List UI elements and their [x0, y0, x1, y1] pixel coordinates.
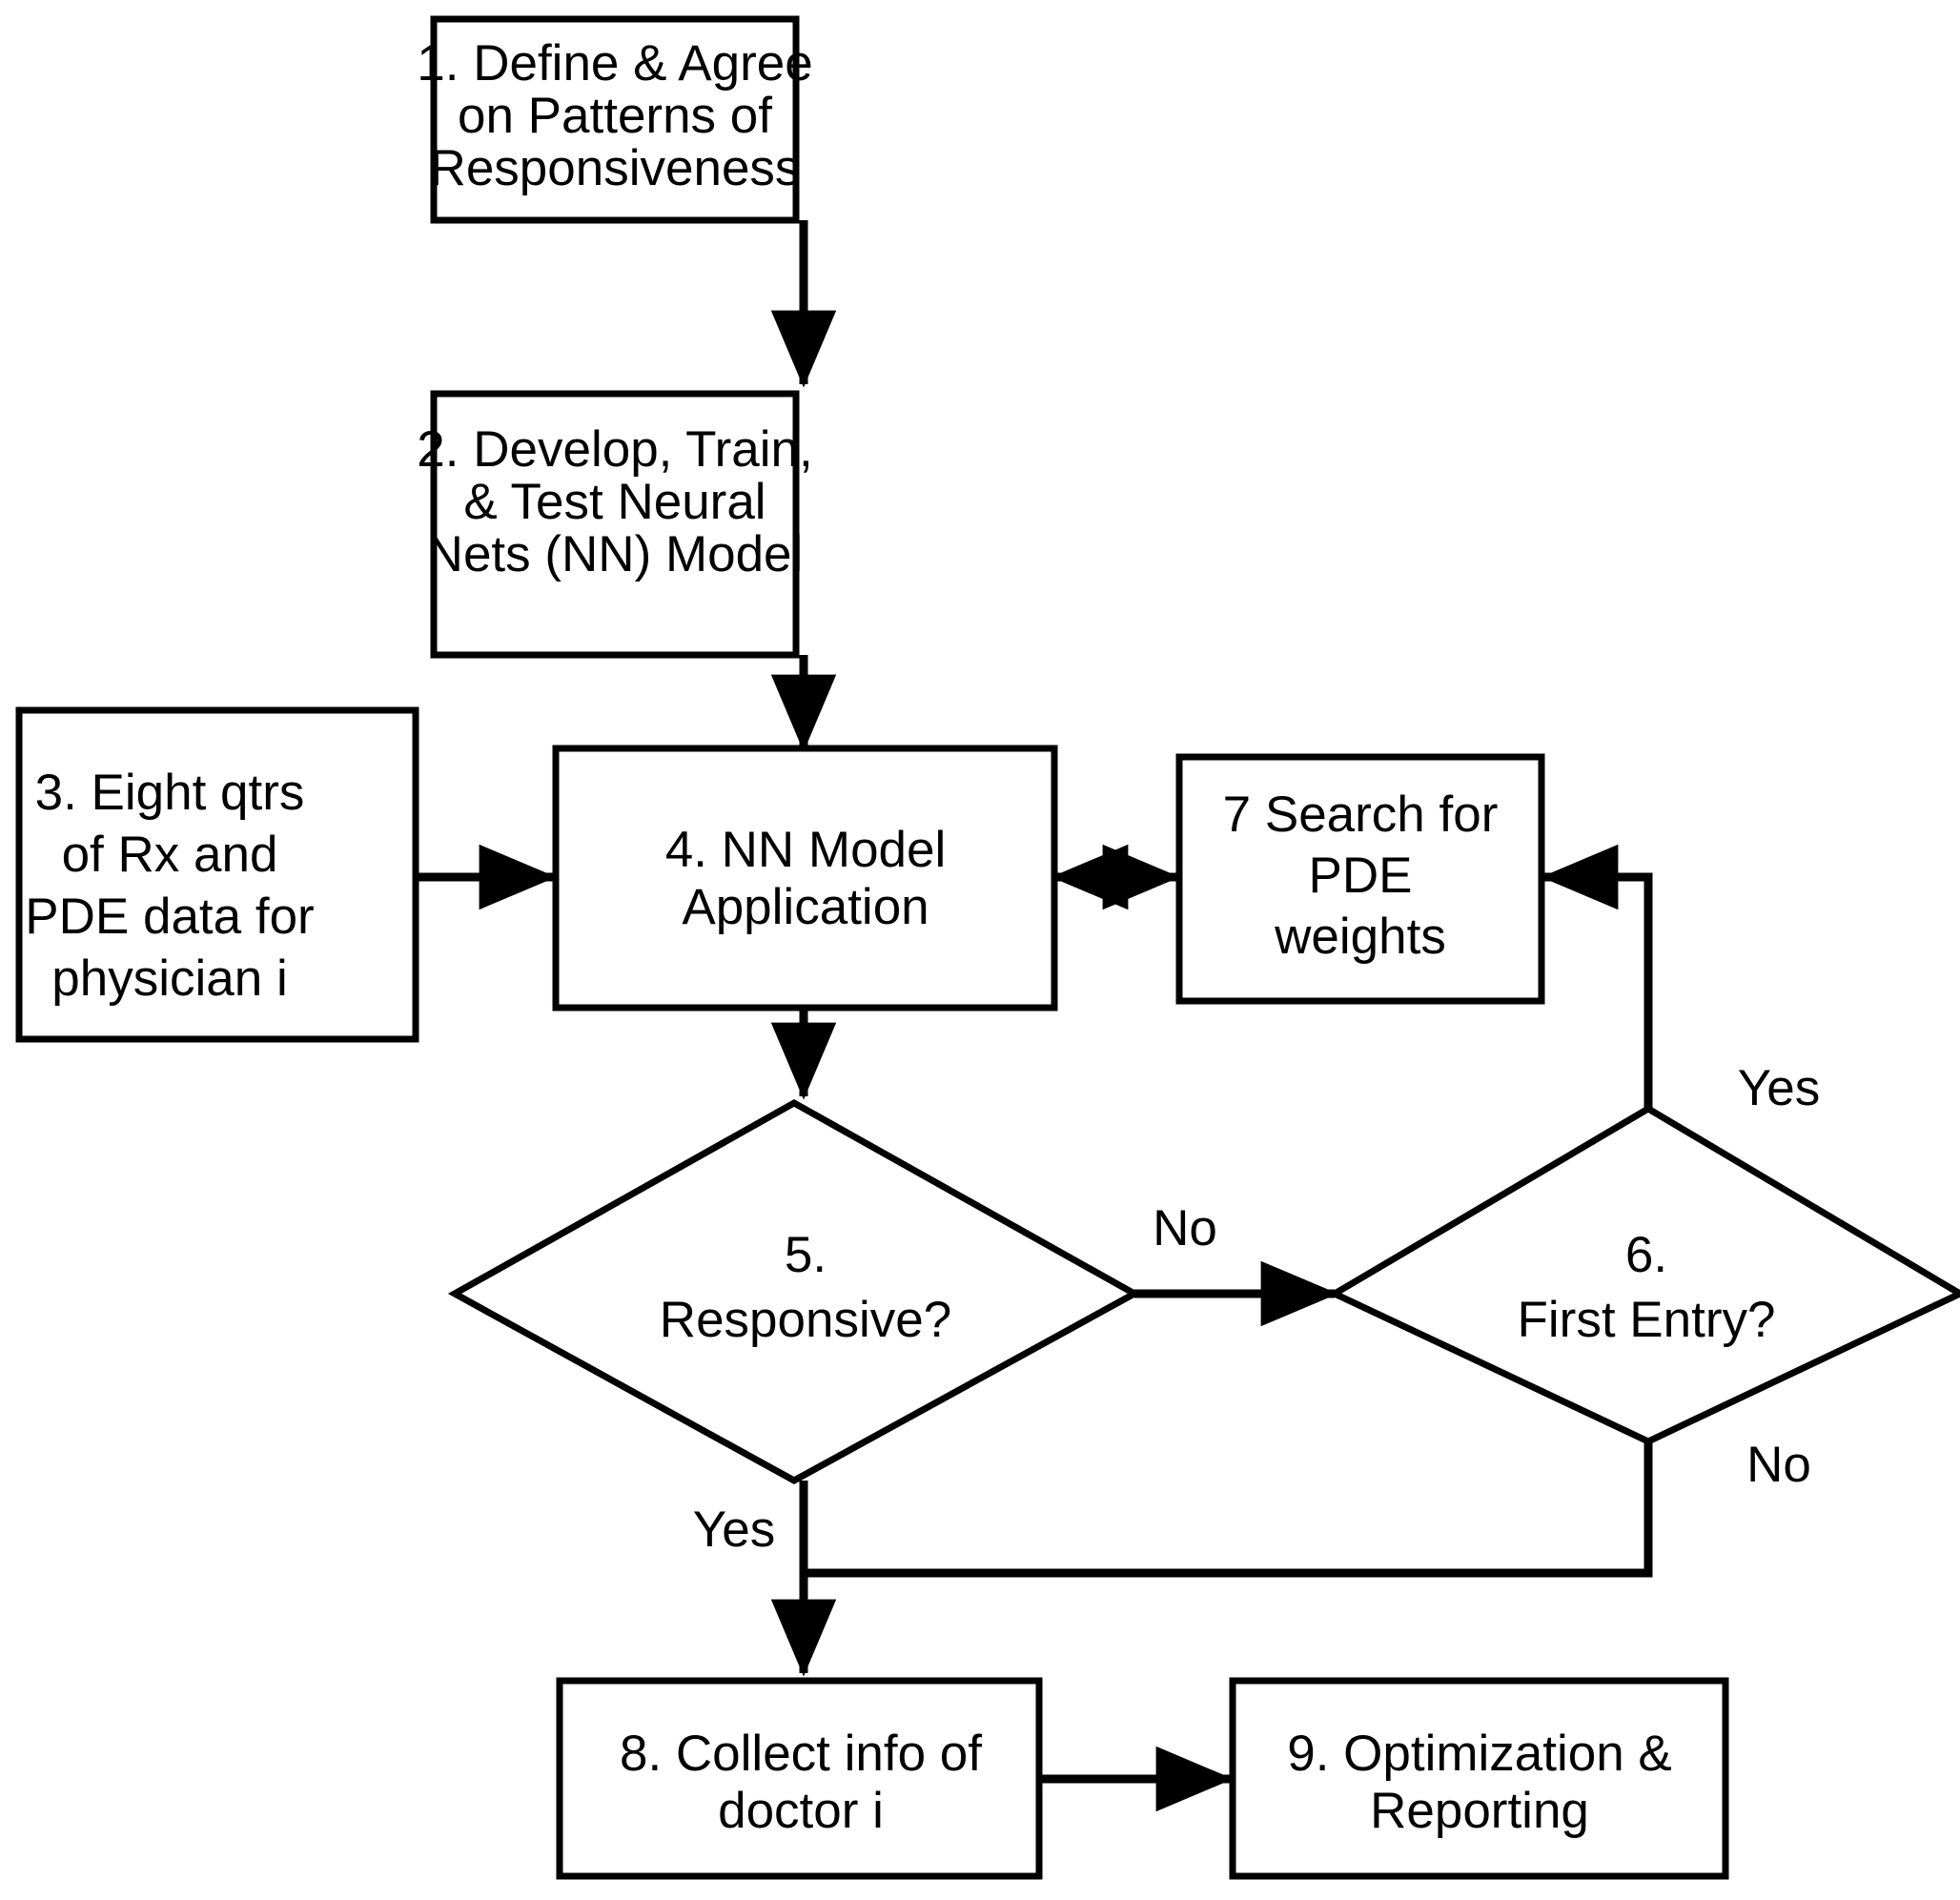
node-define-agree-patterns[interactable]: 1. Define & Agree on Patterns of Respons… — [417, 15, 813, 224]
node-2-line-1: 2. Develop, Train, — [417, 421, 812, 478]
node-9-line-1: 9. Optimization & — [1287, 1726, 1672, 1782]
node-3-line-4: physician i — [51, 950, 287, 1007]
node-4-line-2: Application — [682, 879, 929, 935]
node-3-line-3: PDE data for — [25, 889, 314, 945]
node-1-line-1: 1. Define & Agree — [417, 35, 812, 92]
node-3-line-1: 3. Eight qtrs — [35, 765, 305, 821]
node-eight-qtrs-data[interactable]: 3. Eight qtrs of Rx and PDE data for phy… — [15, 706, 419, 1043]
node-optimization-reporting[interactable]: 9. Optimization & Reporting — [1229, 1677, 1729, 1880]
node-6-line-1: 6. — [1625, 1227, 1667, 1283]
node-3-line-2: of Rx and — [62, 827, 278, 883]
node-develop-train-test-nn[interactable]: 2. Develop, Train, & Test Neural Nets (N… — [417, 390, 813, 659]
edge-label-no-six-to-eight: No — [1746, 1437, 1811, 1493]
node-1-line-3: Responsiveness — [430, 140, 801, 196]
node-9-line-2: Reporting — [1370, 1783, 1589, 1839]
node-6-line-2: First Entry? — [1518, 1292, 1776, 1348]
node-5-line-1: 5. — [785, 1227, 827, 1283]
node-nn-model-application[interactable]: 4. NN Model Application — [552, 745, 1058, 1011]
node-5-line-2: Responsive? — [660, 1292, 951, 1348]
node-7-line-1: 7 Search for — [1223, 787, 1499, 843]
node-7-line-2: PDE — [1309, 848, 1413, 904]
node-collect-info-doctor[interactable]: 8. Collect info of doctor i — [556, 1677, 1043, 1880]
node-7-line-3: weights — [1274, 909, 1446, 965]
edge-6-to-7 — [1541, 844, 1653, 1113]
edge-6-to-8 — [804, 1438, 1653, 1578]
edge-label-yes-five-to-eight: Yes — [693, 1502, 775, 1558]
node-responsive-decision[interactable]: 5. Responsive? — [447, 1098, 1142, 1484]
node-search-pde-weights[interactable]: 7 Search for PDE weights — [1175, 753, 1545, 1005]
node-1-line-2: on Patterns of — [458, 88, 772, 144]
node-8-line-2: doctor i — [718, 1783, 884, 1839]
node-2-line-2: & Test Neural — [463, 474, 766, 530]
node-2-line-3: Nets (NN) Model — [427, 526, 804, 582]
node-first-entry-decision[interactable]: 6. First Entry? — [1327, 1104, 1960, 1445]
node-4-line-1: 4. NN Model — [665, 822, 947, 878]
edge-label-yes-six-to-seven: Yes — [1738, 1060, 1820, 1116]
edge-label-no-five-to-six: No — [1153, 1200, 1217, 1256]
node-8-line-1: 8. Collect info of — [620, 1726, 982, 1782]
